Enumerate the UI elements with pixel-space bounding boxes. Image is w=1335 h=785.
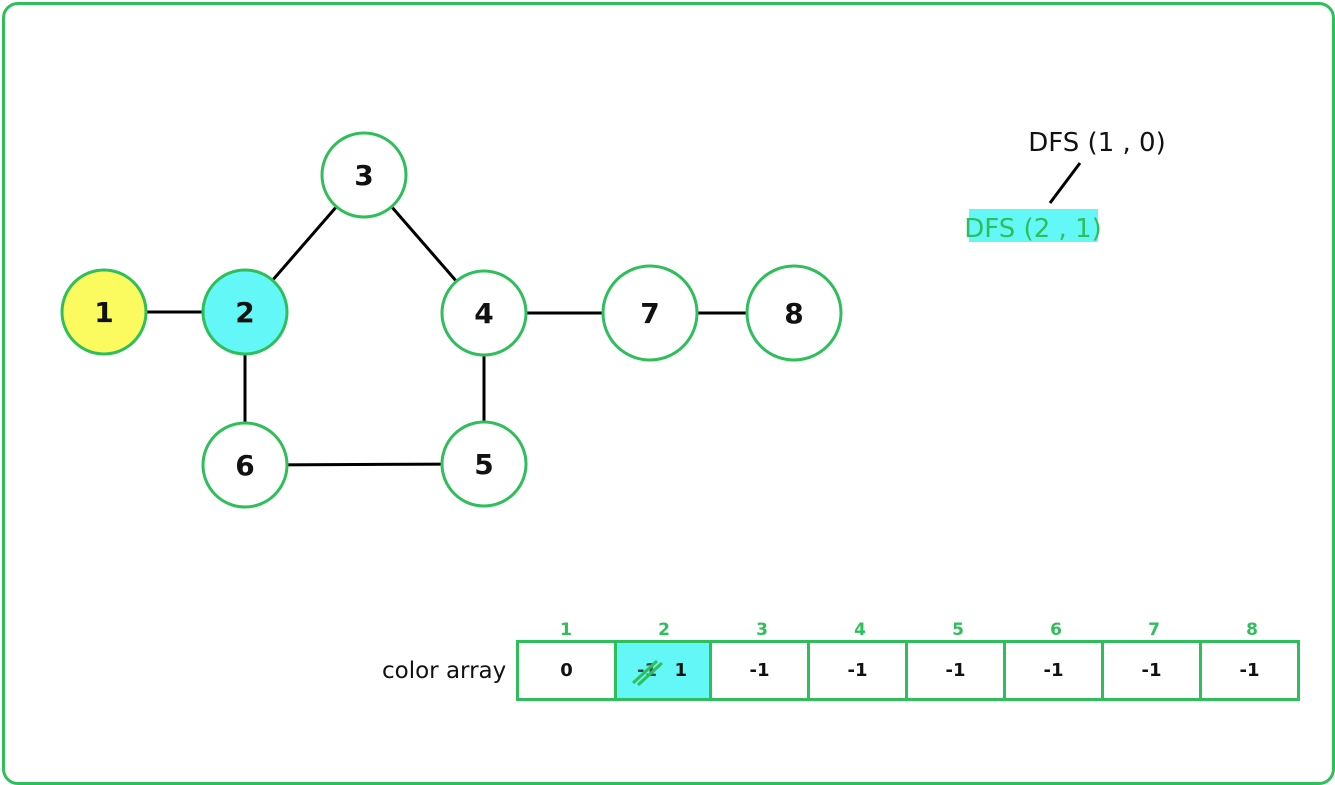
array-index: 3 [756, 620, 768, 640]
dfs-tree-edge [1048, 162, 1082, 204]
array-cell-new-value: 1 [674, 660, 687, 681]
graph-node-2: 2 [201, 268, 289, 356]
array-cell: -1 [1104, 643, 1202, 698]
array-index: 2 [658, 620, 670, 640]
node-circle [201, 268, 289, 356]
graph-node-6: 6 [201, 421, 289, 509]
node-circle [440, 269, 528, 357]
array-index: 4 [854, 620, 866, 640]
array-cell: -1 [1006, 643, 1104, 698]
node-circle [60, 268, 148, 356]
array-cell-updated: -1 1 [617, 643, 712, 698]
array-index: 8 [1246, 620, 1258, 640]
array-cell: 0 [519, 643, 617, 698]
node-circle [320, 131, 408, 219]
strikethrough-icon [631, 659, 664, 687]
graph-node-5: 5 [440, 420, 528, 508]
array-cell: -1 [908, 643, 1006, 698]
node-label: 5 [474, 448, 493, 481]
graph-node-1: 1 [60, 268, 148, 356]
node-label: 2 [235, 296, 254, 329]
array-cell: -1 [1202, 643, 1300, 698]
array-index: 6 [1050, 620, 1062, 640]
node-label: 8 [784, 297, 803, 330]
node-circle [440, 420, 528, 508]
array-index: 5 [952, 620, 964, 640]
array-cell: -1 [810, 643, 908, 698]
array-index: 7 [1148, 620, 1160, 640]
node-circle [601, 264, 699, 362]
array-cell: -1 [712, 643, 810, 698]
node-circle [745, 264, 843, 362]
dfs-call-current: DFS (2 , 1) [964, 214, 1101, 244]
dfs-call-root: DFS (1 , 0) [1028, 128, 1165, 158]
node-label: 4 [474, 297, 493, 330]
node-label: 3 [354, 159, 373, 192]
node-label: 1 [94, 296, 113, 329]
graph-node-8: 8 [745, 264, 843, 362]
graph-nodes: 1 2 3 4 5 6 7 8 [60, 131, 843, 509]
array-index: 1 [560, 620, 572, 640]
node-label: 6 [235, 449, 254, 482]
color-array-indices: 1 2 3 4 5 6 7 8 [517, 620, 1301, 640]
graph-node-7: 7 [601, 264, 699, 362]
color-array: 0 -1 1 -1 -1 -1 -1 -1 -1 [516, 640, 1300, 701]
node-circle [201, 421, 289, 509]
graph-node-3: 3 [320, 131, 408, 219]
dfs-call-highlight [969, 209, 1098, 242]
graph-node-4: 4 [440, 269, 528, 357]
node-label: 7 [640, 297, 659, 330]
color-array-label: color array [382, 658, 507, 684]
